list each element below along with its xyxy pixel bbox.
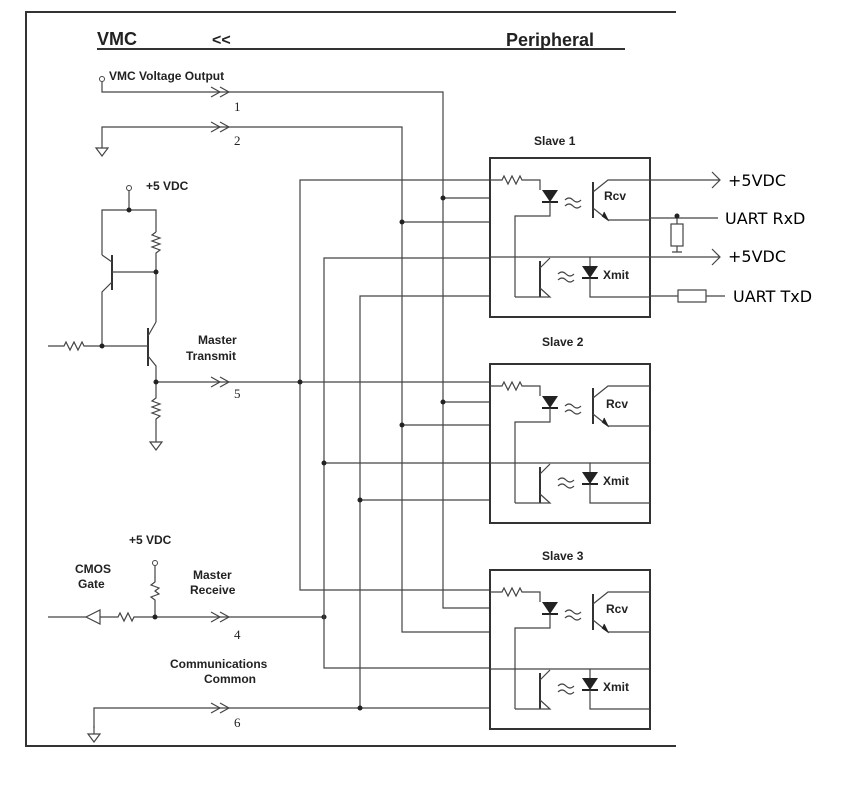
pin-4-label: 4 bbox=[234, 627, 241, 642]
slave-3-box bbox=[489, 569, 651, 730]
slave-1-box bbox=[489, 157, 651, 318]
pin2-wire bbox=[101, 126, 490, 633]
frame-border bbox=[25, 11, 676, 747]
cmos-gate-icon bbox=[84, 609, 101, 625]
slave-1-title: Slave 1 bbox=[534, 134, 576, 148]
ground-icon-3 bbox=[87, 725, 101, 743]
pin1-wire bbox=[101, 82, 490, 609]
pin-1-label: 1 bbox=[234, 99, 241, 114]
pin5-wire bbox=[156, 179, 490, 591]
transmit-input-resistor bbox=[48, 340, 148, 352]
slave-1-rcv: Rcv bbox=[604, 189, 626, 203]
header-peripheral: Peripheral bbox=[506, 30, 594, 50]
slave-3-xmit: Xmit bbox=[603, 680, 629, 694]
series-resistor bbox=[677, 289, 707, 303]
master-receive-label-1: Master bbox=[193, 568, 232, 582]
external-uart-rx: UART RxD bbox=[725, 209, 805, 228]
ground-icon-2 bbox=[149, 433, 163, 451]
pin-2-label: 2 bbox=[234, 133, 241, 148]
slave-2-xmit: Xmit bbox=[603, 474, 629, 488]
slave-3-title: Slave 3 bbox=[542, 549, 584, 563]
vdc-terminal-bottom bbox=[152, 560, 158, 566]
comm-common-label-2: Common bbox=[204, 672, 256, 686]
cmos-gate-label-2: Gate bbox=[78, 577, 105, 591]
slave-2-rcv: Rcv bbox=[606, 397, 628, 411]
pullup-resistor bbox=[670, 223, 684, 247]
vdc2-arrow bbox=[650, 248, 721, 266]
external-vdc1: +5VDC bbox=[728, 171, 786, 190]
cmos-gate-label-1: CMOS bbox=[75, 562, 111, 576]
master-receive-label-2: Receive bbox=[190, 583, 236, 597]
external-vdc2: +5VDC bbox=[728, 247, 786, 266]
vdc1-arrow bbox=[650, 171, 721, 189]
pin6-wire bbox=[93, 295, 490, 728]
external-uart-tx: UART TxD bbox=[733, 287, 812, 306]
slave-1-xmit: Xmit bbox=[603, 268, 629, 282]
vmc-voltage-output-label: VMC Voltage Output bbox=[109, 69, 224, 83]
ground-icon bbox=[95, 139, 109, 157]
pin4-wire bbox=[48, 611, 324, 623]
slave-3-rcv: Rcv bbox=[606, 602, 628, 616]
vdc-bottom-label: +5 VDC bbox=[129, 533, 172, 547]
resistor-icon bbox=[150, 231, 162, 272]
slave-2-box bbox=[489, 363, 651, 524]
pin-6-label: 6 bbox=[234, 715, 241, 730]
vmc-voltage-terminal bbox=[99, 76, 105, 82]
header-arrow: << bbox=[212, 32, 231, 49]
master-transmit-label-2: Transmit bbox=[186, 349, 236, 363]
vdc-top-label: +5 VDC bbox=[146, 179, 189, 193]
comm-common-label-1: Communications bbox=[170, 657, 268, 671]
slave-2-title: Slave 2 bbox=[542, 335, 584, 349]
header-vmc: VMC bbox=[97, 29, 137, 49]
pin-5-label: 5 bbox=[234, 386, 241, 401]
master-transmit-label-1: Master bbox=[198, 333, 237, 347]
vdc-terminal-top bbox=[126, 185, 132, 191]
